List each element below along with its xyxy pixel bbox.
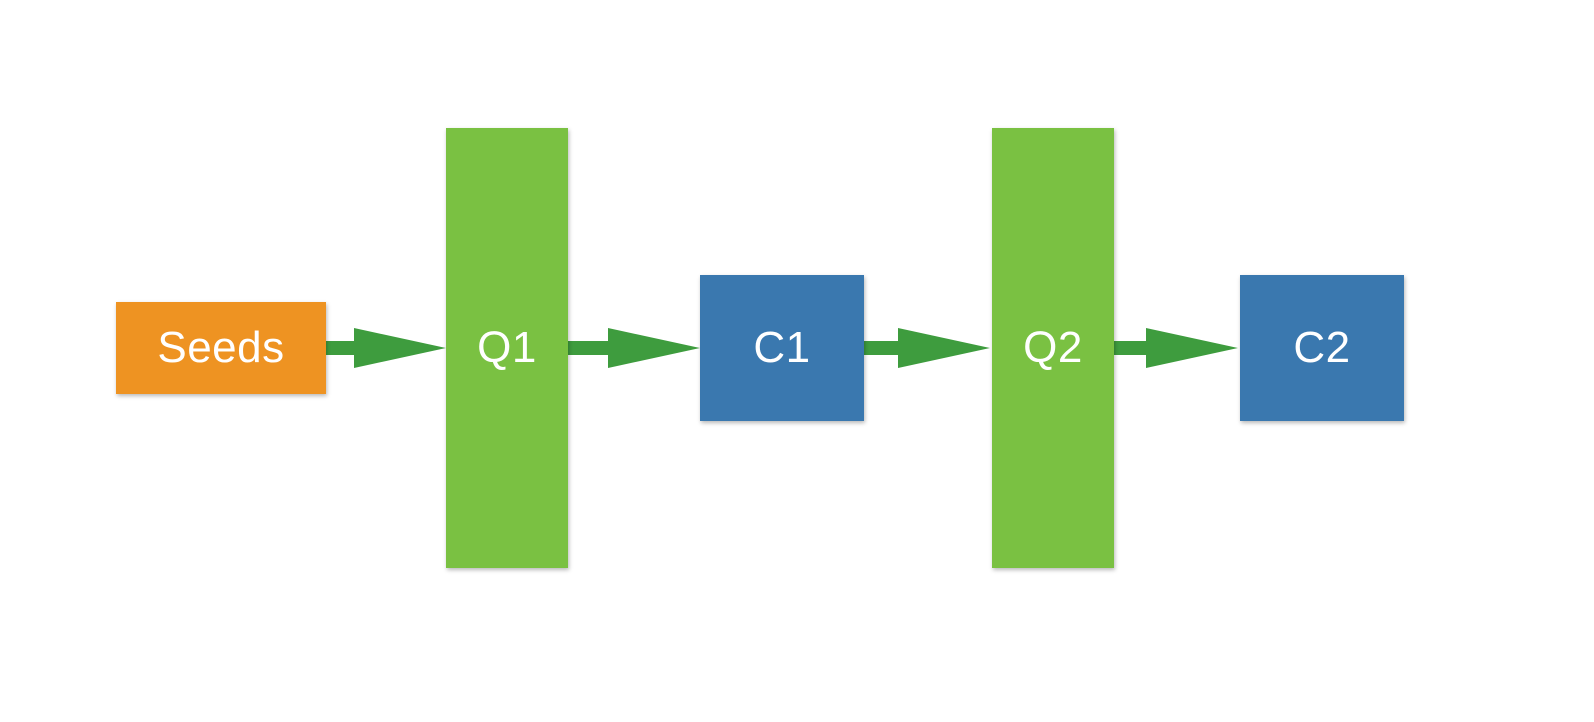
c1-label: C1 xyxy=(753,323,811,372)
c2-label: C2 xyxy=(1293,323,1351,372)
arrow-q1-to-c1 xyxy=(568,328,700,368)
q1-node: Q1 xyxy=(446,128,568,568)
q2-node: Q2 xyxy=(992,128,1114,568)
arrow-c1-to-q2 xyxy=(864,328,990,368)
seeds-label: Seeds xyxy=(157,323,285,372)
arrow-q2-to-c2 xyxy=(1114,328,1238,368)
arrow-seeds-to-q1 xyxy=(326,328,446,368)
q1-label: Q1 xyxy=(477,323,537,372)
seeds-node: Seeds xyxy=(116,302,326,394)
c1-node: C1 xyxy=(700,275,864,421)
q2-label: Q2 xyxy=(1023,323,1083,372)
c2-node: C2 xyxy=(1240,275,1404,421)
